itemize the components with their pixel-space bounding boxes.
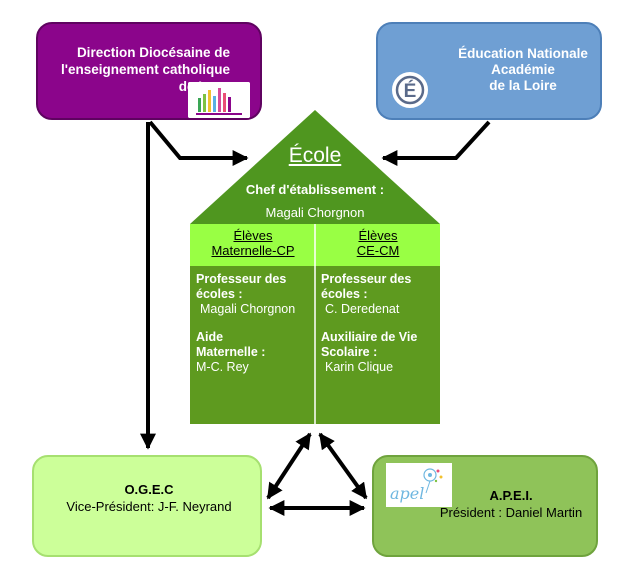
ddec-box: Direction Diocésaine de l'enseignement c… <box>36 22 262 120</box>
column-header-maternelle: Élèves Maternelle-CP <box>211 228 295 258</box>
ddec-logo-icon <box>188 82 250 118</box>
svg-text:É: É <box>404 80 417 102</box>
arrow-ecole-apel <box>318 432 368 500</box>
education-nationale-label: Éducation Nationale Académie de la Loire <box>458 46 588 93</box>
staff-name: Magali Chorgnon <box>200 302 296 316</box>
column-header-ce-cm: Élèves CE-CM <box>356 228 400 258</box>
column-body-maternelle: Professeur des écoles : Magali Chorgnon … <box>196 272 318 375</box>
education-nationale-box: É Éducation Nationale Académie de la Loi… <box>376 22 602 120</box>
apel-member: Président : Daniel Martin <box>439 505 583 520</box>
arrow-en-ecole <box>381 120 491 166</box>
arrow-ddec-ecole <box>148 120 249 166</box>
staff-name: Karin Clique <box>325 360 394 374</box>
ogec-title: O.G.E.C <box>124 482 174 497</box>
ecole-roof <box>190 110 440 224</box>
svg-text:apel: apel <box>390 484 424 503</box>
apel-box: apel A.P.E.I. Président : Daniel Martin <box>372 455 598 557</box>
column-body-ce-cm: Professeur des écoles : C. Deredenat Aux… <box>321 272 443 375</box>
ogec-box: O.G.E.C Vice-Président: J-F. Neyrand <box>32 455 262 557</box>
staff-name: C. Deredenat <box>325 302 400 316</box>
ecole-title: École <box>288 144 342 167</box>
education-nationale-logo-icon: É <box>392 72 428 108</box>
apel-logo-icon: apel <box>386 463 452 507</box>
chef-label: Chef d'établissement : <box>245 182 385 197</box>
apel-title: A.P.E.I. <box>489 488 533 503</box>
staff-name: M-C. Rey <box>196 360 249 374</box>
arrow-ecole-ogec <box>266 432 312 500</box>
chef-name: Magali Chorgnon <box>265 205 365 220</box>
ogec-member: Vice-Président: J-F. Neyrand <box>66 499 232 514</box>
